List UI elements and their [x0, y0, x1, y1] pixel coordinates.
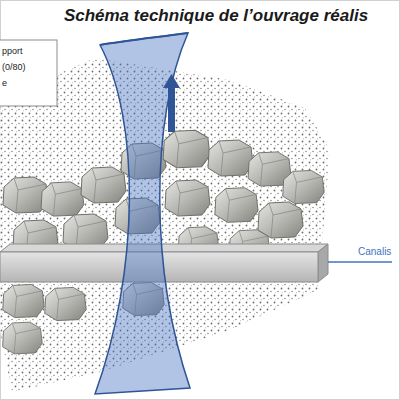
diagram-title: Schéma technique de l’ouvrage réalis: [32, 6, 400, 26]
leader-line: [328, 261, 392, 263]
legend-text: pport: [2, 46, 23, 56]
part-label: Canalis: [358, 246, 391, 257]
sheet-pile: [95, 33, 190, 394]
legend-text: e: [2, 78, 7, 88]
legend-text: (0/80): [2, 62, 26, 72]
legend-box: [0, 40, 57, 106]
lift-arrow: [163, 74, 180, 132]
